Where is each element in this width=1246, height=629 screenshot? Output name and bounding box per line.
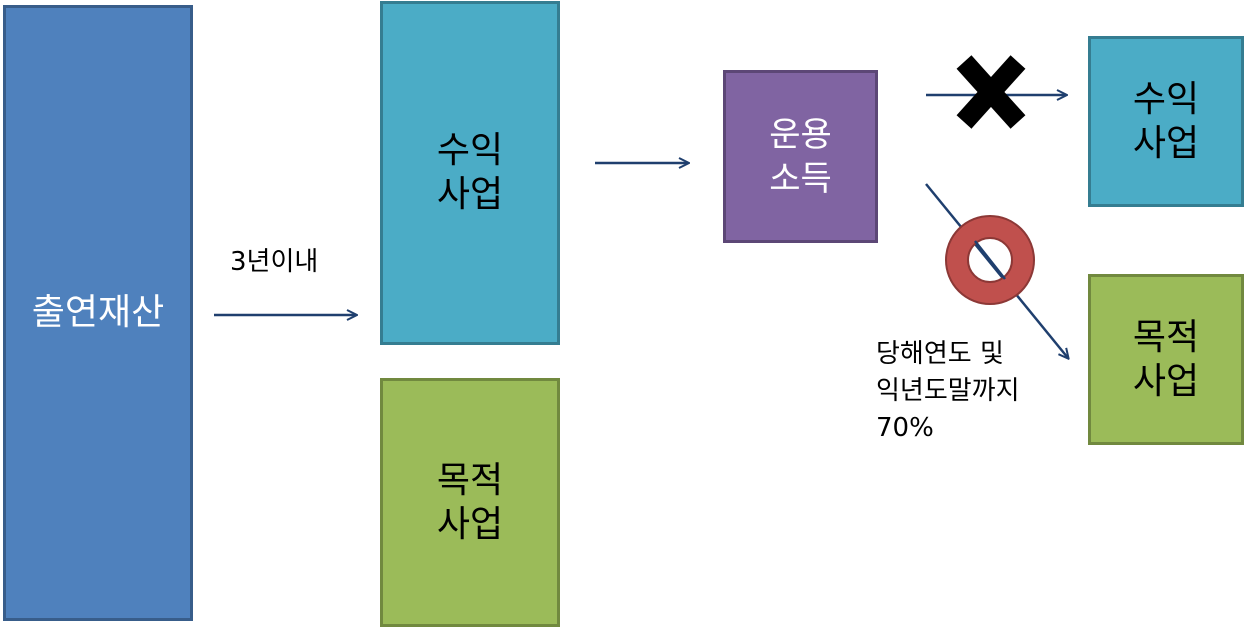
profit-business-box: 수익 사업	[380, 1, 560, 345]
x-mark-icon	[956, 55, 1026, 129]
purpose-business-target-box: 목적 사업	[1088, 274, 1244, 445]
arrow-income-to-purpose	[925, 183, 1068, 358]
profit-business-label: 수익 사업	[436, 130, 504, 215]
source-assets-box: 출연재산	[3, 5, 193, 621]
circle-mark-icon	[945, 215, 1035, 305]
within-3-years-label: 3년이내	[230, 247, 319, 277]
profit-business-target-box: 수익 사업	[1088, 36, 1244, 207]
purpose-business-box: 목적 사업	[380, 378, 560, 627]
purpose-business-label: 목적 사업	[436, 459, 504, 545]
profit-business-target-label: 수익 사업	[1132, 78, 1200, 164]
source-assets-label: 출연재산	[31, 292, 165, 333]
purpose-business-target-label: 목적 사업	[1132, 316, 1200, 402]
ratio-note-label: 당해연도 및 익년도말까지 70%	[876, 339, 1020, 443]
operating-income-box: 운용 소득	[723, 70, 878, 243]
operating-income-label: 운용 소득	[769, 114, 832, 199]
